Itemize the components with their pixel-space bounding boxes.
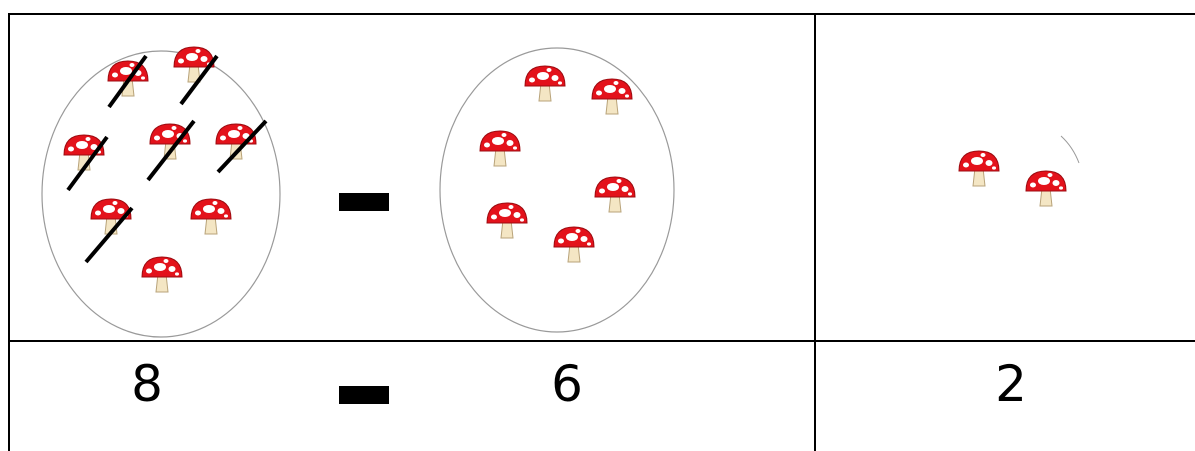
- oval-fragment: [1061, 136, 1079, 163]
- minuend-number: 8: [97, 359, 197, 409]
- mushroom-icon: [525, 66, 565, 101]
- difference-number: 2: [961, 359, 1061, 409]
- mushroom-icon: [191, 199, 231, 234]
- mushroom-icon: [1026, 171, 1066, 206]
- difference-group: [959, 136, 1079, 206]
- mushroom-icon: [595, 177, 635, 212]
- minus-sign-number-row: [339, 386, 389, 404]
- mushroom-icon: [487, 203, 527, 238]
- mushroom-icon: [174, 47, 214, 82]
- mushroom-icon: [592, 79, 632, 114]
- subtrahend-oval: [440, 48, 674, 332]
- minus-sign-picture-row: [339, 193, 389, 211]
- subtrahend-group: [440, 48, 674, 332]
- mushroom-icon: [142, 257, 182, 292]
- subtrahend-number: 6: [517, 359, 617, 409]
- minuend-oval: [42, 51, 280, 337]
- minuend-group: [42, 47, 280, 337]
- mushroom-icon: [959, 151, 999, 186]
- mushroom-icon: [554, 227, 594, 262]
- mushroom-icon: [480, 131, 520, 166]
